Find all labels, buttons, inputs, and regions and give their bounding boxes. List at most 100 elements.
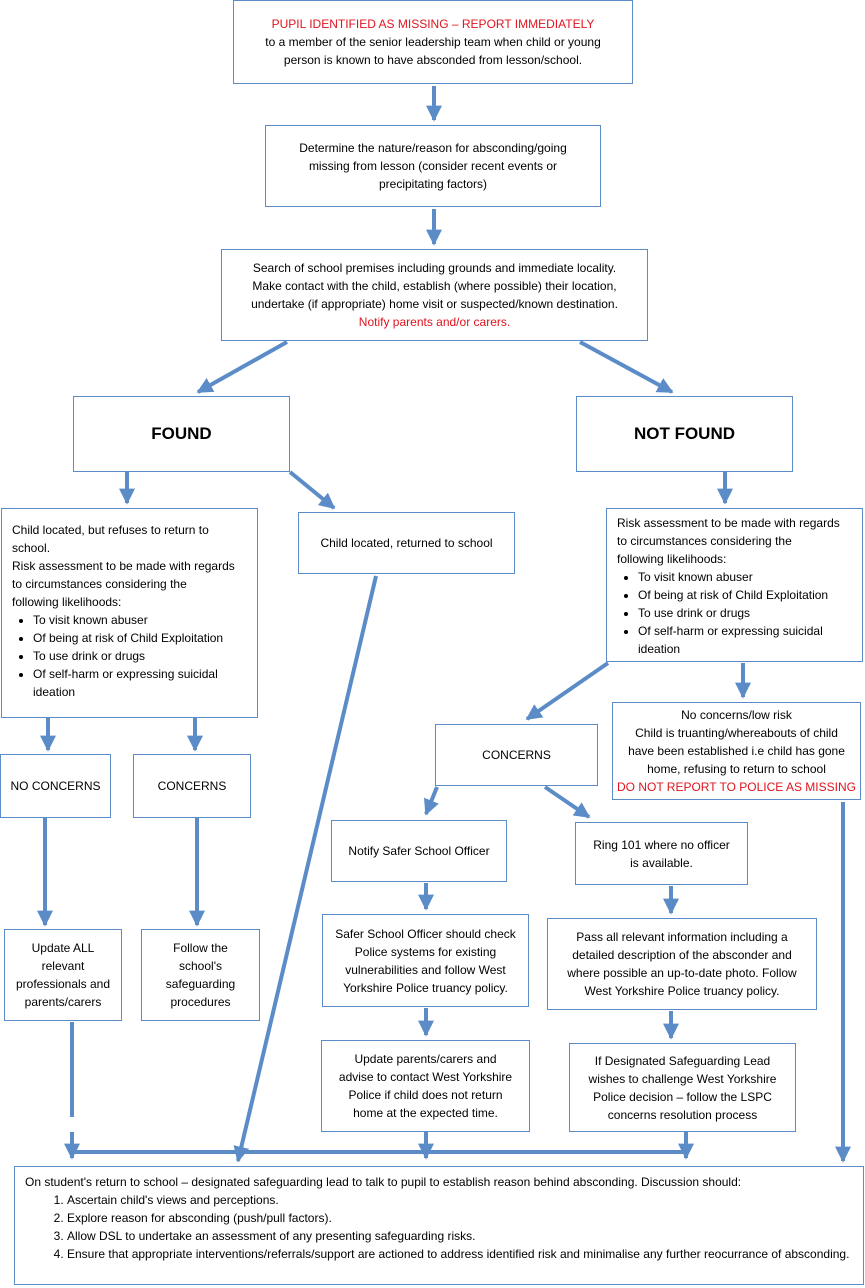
- refuses-line-4: to circumstances considering the: [12, 577, 187, 591]
- update-parents-line-1: Update parents/carers and: [354, 1052, 497, 1066]
- refuses-line-1: Child located, but refuses to return to: [12, 523, 209, 537]
- notify-sso-box: Notify Safer School Officer: [331, 820, 507, 882]
- risk-line-3: following likelihoods:: [617, 552, 727, 566]
- determine-reason-box: Determine the nature/reason for abscondi…: [265, 125, 601, 207]
- list-item: To visit known abuser: [638, 568, 852, 586]
- risk-likelihood-list: To visit known abuser Of being at risk o…: [617, 568, 852, 658]
- determine-line-2: missing from lesson (consider recent eve…: [308, 159, 558, 173]
- return-discussion-box: On student's return to school – designat…: [14, 1166, 864, 1285]
- risk-line-1: Risk assessment to be made with regards: [617, 516, 840, 530]
- sso-check-box: Safer School Officer should check Police…: [322, 914, 529, 1007]
- missing-line-3: person is known to have absconded from l…: [283, 53, 583, 67]
- search-line-3: undertake (if appropriate) home visit or…: [251, 297, 618, 311]
- low-risk-line-2: Child is truanting/whereabouts of child: [635, 726, 838, 740]
- low-risk-line-3: have been established i.e child has gone: [628, 744, 845, 758]
- pass-line-4: West Yorkshire Police truancy policy.: [584, 984, 780, 998]
- return-intro-text: On student's return to school – designat…: [25, 1175, 742, 1189]
- pass-info-box: Pass all relevant information including …: [547, 918, 817, 1010]
- refuses-line-5: following likelihoods:: [12, 595, 122, 609]
- notify-sso-label: Notify Safer School Officer: [348, 844, 490, 858]
- missing-line-2: to a member of the senior leadership tea…: [265, 35, 601, 49]
- arrow-concerns-to-sso: [424, 786, 439, 816]
- arrow-found-to-returned: [288, 470, 336, 510]
- low-risk-alert: DO NOT REPORT TO POLICE AS MISSING: [617, 780, 856, 794]
- refuses-line-2: school.: [12, 541, 51, 555]
- low-risk-line-1: No concerns/low risk: [681, 708, 792, 722]
- search-line-1: Search of school premises including grou…: [252, 261, 617, 275]
- list-item: Explore reason for absconding (push/pull…: [67, 1209, 853, 1227]
- follow-line-2: school's: [179, 959, 222, 973]
- ring-101-box: Ring 101 where no officer is available.: [575, 822, 748, 885]
- list-item: To use drink or drugs: [638, 604, 852, 622]
- arrow-returned-to-bottom: [233, 575, 378, 1163]
- update-all-line-3: professionals and: [15, 977, 111, 991]
- update-all-line-2: relevant: [41, 959, 85, 973]
- update-parents-line-4: home at the expected time.: [353, 1106, 498, 1120]
- list-item: Of self-harm or expressing suicidalideat…: [638, 622, 852, 658]
- update-all-line-1: Update ALL: [31, 941, 95, 955]
- update-all-line-4: parents/carers: [24, 995, 102, 1009]
- update-parents-line-3: Police if child does not return: [348, 1088, 503, 1102]
- sso-check-line-2: Police systems for existing: [354, 944, 497, 959]
- list-item: Of being at risk of Child Exploitation: [33, 629, 247, 647]
- arrow-search-to-notfound: [579, 340, 674, 394]
- not-found-label: NOT FOUND: [633, 424, 736, 443]
- list-item: Of self-harm or expressing suicidalideat…: [33, 665, 247, 701]
- list-item: Of being at risk of Child Exploitation: [638, 586, 852, 604]
- refuses-likelihood-list: To visit known abuser Of being at risk o…: [12, 611, 247, 701]
- dsl-line-3: Police decision – follow the LSPC: [593, 1089, 772, 1104]
- dsl-challenge-box: If Designated Safeguarding Lead wishes t…: [569, 1043, 796, 1132]
- found-label: FOUND: [151, 424, 212, 443]
- list-item: To visit known abuser: [33, 611, 247, 629]
- concerns-left-box: CONCERNS: [133, 754, 251, 818]
- found-box: FOUND: [73, 396, 290, 472]
- dsl-line-4: concerns resolution process: [607, 1107, 758, 1122]
- pass-line-1: Pass all relevant information including …: [576, 930, 788, 944]
- dsl-line-2: wishes to challenge West Yorkshire: [588, 1071, 777, 1086]
- ring-line-2: is available.: [630, 855, 693, 870]
- list-item: Allow DSL to undertake an assessment of …: [67, 1227, 853, 1245]
- concerns-left-label: CONCERNS: [157, 779, 227, 793]
- update-parents-box: Update parents/carers and advise to cont…: [321, 1040, 530, 1132]
- list-item: Ensure that appropriate interventions/re…: [67, 1245, 853, 1263]
- notfound-risk-box: Risk assessment to be made with regards …: [606, 508, 863, 662]
- missing-report-box: PUPIL IDENTIFIED AS MISSING – REPORT IMM…: [233, 0, 633, 84]
- no-concerns-label: NO CONCERNS: [10, 779, 101, 793]
- sso-check-line-1: Safer School Officer should check: [335, 926, 516, 941]
- found-returned-box: Child located, returned to school: [298, 512, 515, 574]
- concerns-mid-label: CONCERNS: [482, 748, 551, 762]
- sso-check-line-4: Yorkshire Police truancy policy.: [343, 980, 508, 995]
- update-all-box: Update ALL relevant professionals and pa…: [4, 929, 122, 1021]
- risk-line-2: to circumstances considering the: [617, 534, 792, 548]
- returned-label: Child located, returned to school: [320, 536, 493, 550]
- discussion-list: Ascertain child's views and perceptions.…: [25, 1191, 853, 1263]
- arrow-risk-to-concerns: [525, 661, 610, 721]
- search-alert-text: Notify parents and/or carers.: [358, 315, 511, 329]
- arrow-search-to-found: [196, 340, 288, 394]
- search-premises-box: Search of school premises including grou…: [221, 249, 648, 341]
- pass-line-2: detailed description of the absconder an…: [572, 948, 792, 962]
- dsl-line-1: If Designated Safeguarding Lead: [594, 1053, 771, 1068]
- follow-line-1: Follow the: [173, 941, 228, 955]
- pass-line-3: where possible an up-to-date photo. Foll…: [567, 966, 797, 980]
- not-found-box: NOT FOUND: [576, 396, 793, 472]
- follow-line-3: safeguarding: [165, 977, 236, 991]
- arrow-concerns-to-ring: [543, 785, 591, 819]
- update-parents-line-2: advise to contact West Yorkshire: [338, 1070, 513, 1084]
- missing-alert-text: PUPIL IDENTIFIED AS MISSING – REPORT IMM…: [271, 17, 595, 31]
- determine-line-3: precipitating factors): [378, 177, 488, 191]
- list-item: Ascertain child's views and perceptions.: [67, 1191, 853, 1209]
- concerns-mid-box: CONCERNS: [435, 724, 598, 786]
- determine-line-1: Determine the nature/reason for abscondi…: [299, 141, 567, 155]
- sso-check-line-3: vulnerabilities and follow West: [345, 962, 506, 977]
- search-line-2: Make contact with the child, establish (…: [252, 279, 617, 293]
- refuses-line-3: Risk assessment to be made with regards: [12, 559, 235, 573]
- low-risk-line-4: home, refusing to return to school: [647, 762, 826, 776]
- list-item: To use drink or drugs: [33, 647, 247, 665]
- no-concerns-left-box: NO CONCERNS: [0, 754, 111, 818]
- low-risk-box: No concerns/low risk Child is truanting/…: [612, 702, 861, 800]
- found-refuses-box: Child located, but refuses to return to …: [1, 508, 258, 718]
- follow-school-box: Follow the school's safeguarding procedu…: [141, 929, 260, 1021]
